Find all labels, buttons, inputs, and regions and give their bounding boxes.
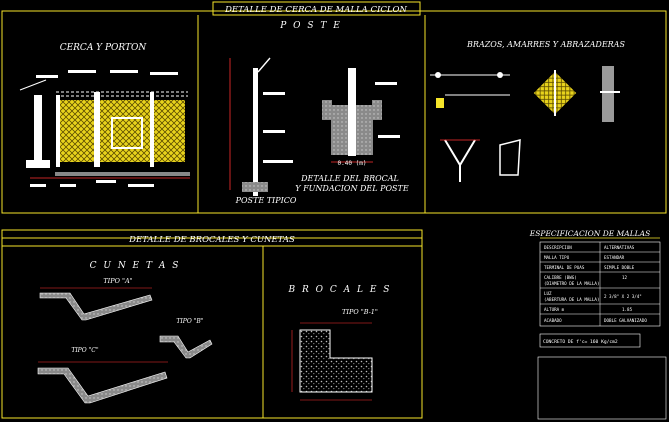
single-arm-brace: [499, 139, 521, 176]
tensor-clamp: [436, 98, 444, 108]
spec-row-label: ALTURA m: [544, 307, 565, 312]
spec-row-label: TERMINAL DE PUAS: [544, 265, 585, 270]
poste-title: P O S T E: [279, 21, 342, 31]
poste-section: P O S T E POSTE TIPICO 0.40 (m) DETALLE …: [229, 21, 409, 205]
bottom-panel-title: DETALLE DE BROCALES Y CUNETAS: [128, 235, 295, 245]
spec-row-value: 1.85: [622, 307, 633, 312]
spec-row-value: SIMPLE DOBLE: [604, 265, 635, 270]
cunetas-section: C U N E T A S TIPO "A" TIPO "B" TIPO "C": [37, 261, 213, 404]
brocal-b1-section: [299, 329, 373, 393]
brocal-tipo-label: TIPO "B-1": [342, 308, 378, 316]
bottom-title-box: [1, 229, 423, 247]
brocal-dim-label: 0.40 (m): [338, 160, 367, 167]
typical-post: [253, 68, 258, 196]
spec-row-value: DOBLE GALVANIZADO: [604, 318, 647, 323]
spec-row-label: DESCRIPCION: [544, 245, 572, 250]
spec-row-value: 2 3/8" X 2 3/4": [604, 294, 642, 299]
post-arm: [257, 57, 271, 73]
cerca-end-post: [34, 95, 42, 160]
fence-mesh-panel-3: [152, 100, 185, 162]
top-title-box: [212, 1, 421, 16]
spec-row-label: LUZ: [544, 291, 552, 296]
brocales-title: B R O C A L E S: [288, 285, 392, 295]
cerca-title: CERCA Y PORTON: [60, 43, 148, 53]
cuneta-tipo-a: [39, 292, 153, 321]
clamp-post-detail: [602, 66, 614, 122]
brazos-section: BRAZOS, AMARRES Y ABRAZADERAS: [430, 40, 625, 182]
fence-mesh-panel-1: [58, 100, 95, 162]
gate-post-right: [150, 92, 154, 167]
brazos-title: BRAZOS, AMARRES Y ABRAZADERAS: [466, 40, 625, 49]
top-panel: DETALLE DE CERCA DE MALLA CICLON: [1, 1, 667, 214]
brocales-section: B R O C A L E S TIPO "B-1": [288, 285, 392, 401]
spec-row-label: (ABERTURA DE LA MALLA): [544, 297, 599, 302]
post-foundation: [242, 182, 268, 192]
concrete-note: CONCRETO DE f'c= 160 Kg/cm2: [543, 339, 618, 345]
cuneta-tipo-b: [159, 335, 213, 359]
title-block: [537, 356, 667, 420]
cuneta-tipo-c: [37, 367, 168, 404]
spec-row-value: 12: [622, 275, 628, 280]
top-panel-title: DETALLE DE CERCA DE MALLA CICLON: [224, 5, 407, 15]
spec-row-value: ESTANDAR: [604, 255, 625, 260]
spec-panel: ESPECIFICACION DE MALLAS DESCRIPCION ALT…: [529, 229, 667, 420]
cuneta-tipo-c-label: TIPO "C": [71, 347, 99, 354]
spec-row-label: (DIAMETRO DE LA MALLA): [544, 281, 599, 286]
cuneta-tipo-b-label: TIPO "B": [176, 318, 203, 325]
cunetas-title: C U N E T A S: [90, 261, 181, 271]
gate-frame: [111, 117, 143, 149]
detalle-brocal-line2: Y FUNDACION DEL POSTE: [295, 184, 409, 193]
spec-title: ESPECIFICACION DE MALLAS: [529, 229, 650, 238]
cerca-porton-section: CERCA Y PORTON: [19, 43, 190, 187]
concrete-note-box: [539, 333, 641, 348]
gate-post-left: [94, 92, 100, 167]
poste-tipico-label: POSTE TIPICO: [235, 196, 297, 205]
bottom-panel-frame: [1, 237, 423, 419]
fence-post: [56, 95, 60, 167]
cerca-footing: [26, 160, 50, 168]
spec-row-value: ALTERNATIVAS: [604, 245, 635, 250]
spec-row-label: MALLA TIPO: [544, 255, 570, 260]
bottom-panel: DETALLE DE BROCALES Y CUNETAS: [1, 229, 423, 419]
detalle-brocal-line1: DETALLE DEL BROCAL: [300, 174, 399, 183]
cuneta-tipo-a-label: TIPO "A": [103, 277, 132, 285]
spec-row-label: ACABADO: [544, 318, 562, 323]
top-panel-frame: [1, 10, 667, 214]
spec-row-label: CALIBRE (BWG): [544, 275, 577, 280]
y-arm-brace: [444, 139, 476, 167]
